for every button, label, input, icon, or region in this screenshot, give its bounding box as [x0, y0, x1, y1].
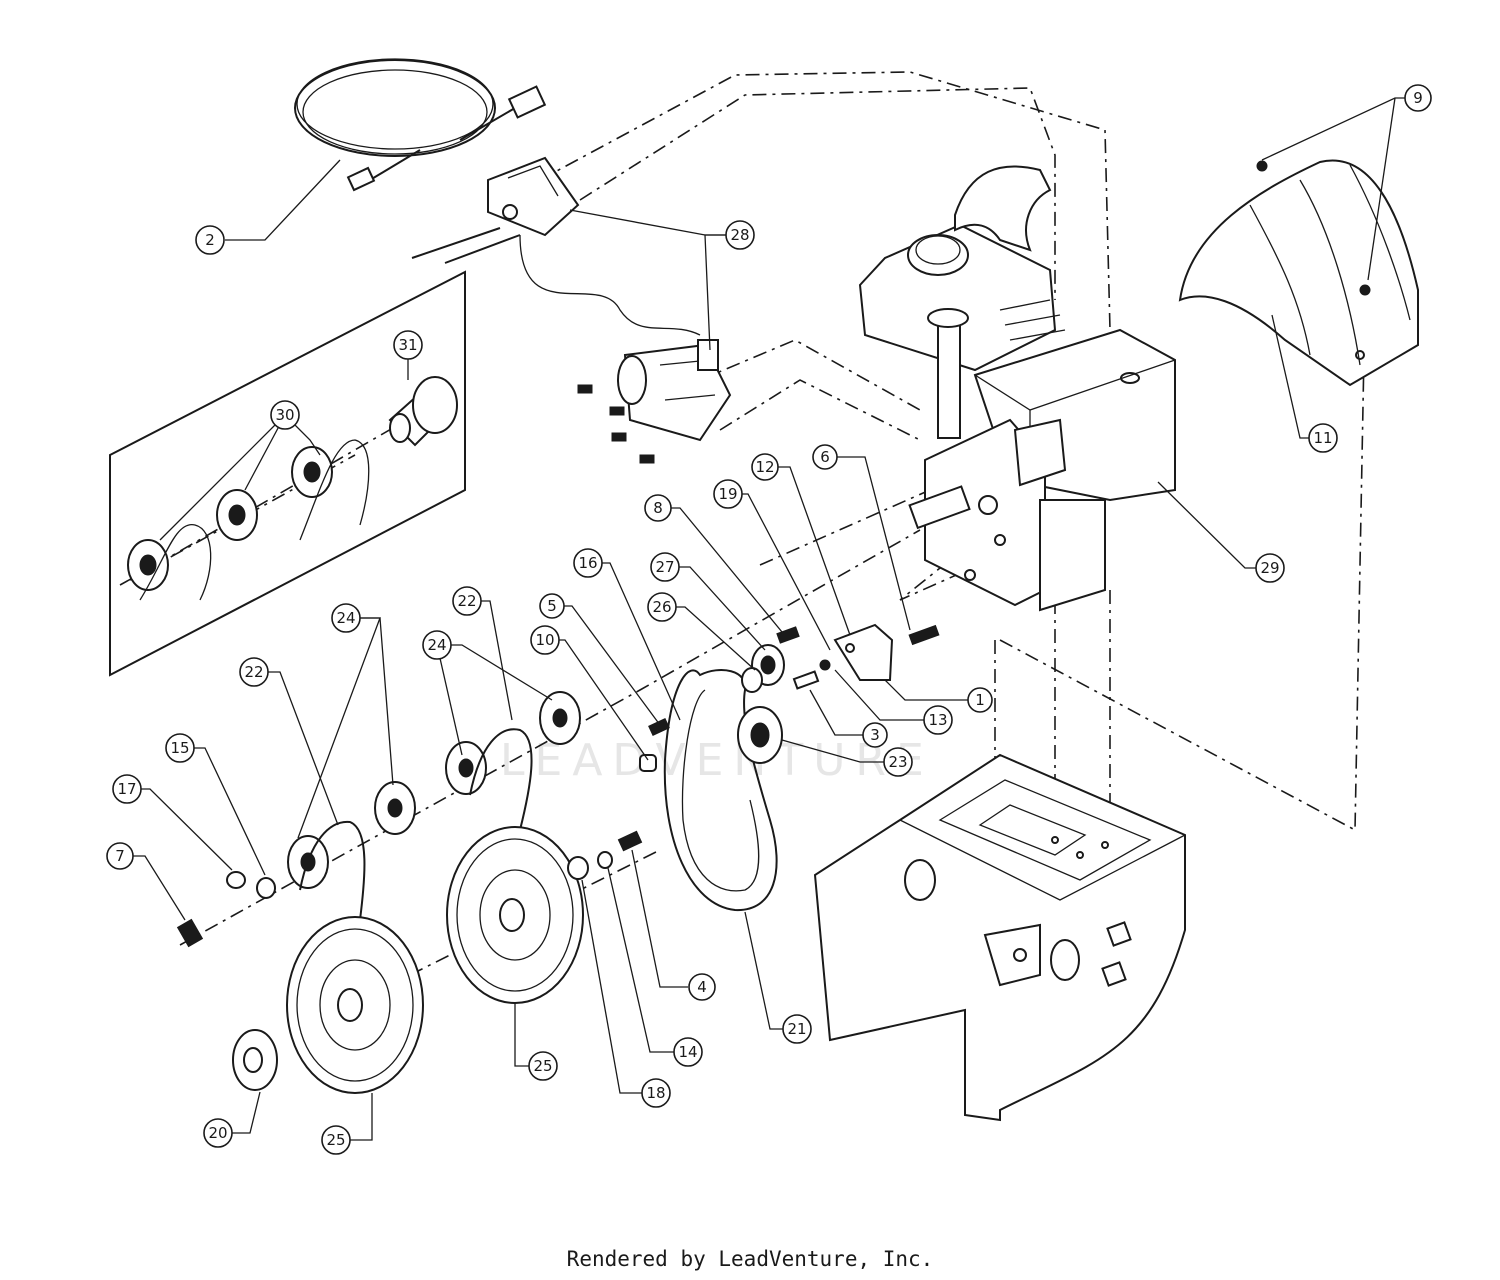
svg-text:22: 22 [244, 663, 263, 681]
svg-text:2: 2 [205, 231, 215, 249]
callout-26: 26 [647, 592, 677, 622]
callout-19: 19 [713, 479, 743, 509]
callout-13: 13 [923, 705, 953, 735]
callout-25-right: 25 [528, 1051, 558, 1081]
svg-text:24: 24 [427, 636, 446, 654]
callout-17: 17 [112, 774, 142, 804]
svg-text:18: 18 [646, 1084, 665, 1102]
svg-text:19: 19 [718, 485, 737, 503]
svg-text:5: 5 [547, 597, 557, 615]
callout-21: 21 [782, 1014, 812, 1044]
svg-text:9: 9 [1413, 89, 1423, 107]
svg-text:22: 22 [457, 592, 476, 610]
svg-text:12: 12 [755, 458, 774, 476]
engine-part [858, 165, 1176, 612]
svg-text:27: 27 [655, 558, 674, 576]
callout-12: 12 [751, 453, 779, 481]
callout-15: 15 [165, 733, 195, 763]
svg-text:1: 1 [975, 691, 985, 709]
inset-pulley-1 [127, 539, 169, 591]
svg-text:15: 15 [170, 739, 189, 757]
callout-23: 23 [883, 747, 913, 777]
pulley-assembly [176, 623, 940, 1094]
svg-text:13: 13 [928, 711, 947, 729]
svg-text:11: 11 [1313, 429, 1332, 447]
svg-text:30: 30 [275, 406, 294, 424]
power-cord-part [294, 58, 547, 192]
callout-1: 1 [967, 687, 993, 713]
callout-24-right: 24 [422, 630, 452, 660]
svg-text:31: 31 [398, 336, 417, 354]
inset-pulley-2 [216, 489, 258, 541]
svg-text:24: 24 [336, 609, 355, 627]
callout-2: 2 [195, 225, 225, 255]
svg-text:10: 10 [535, 631, 554, 649]
callout-14: 14 [673, 1037, 703, 1067]
callout-8: 8 [644, 494, 672, 522]
callout-27: 27 [650, 552, 680, 582]
callout-10: 10 [530, 625, 560, 655]
callout-7: 7 [106, 842, 134, 870]
callout-25-left: 25 [321, 1125, 351, 1155]
svg-text:25: 25 [533, 1057, 552, 1075]
callout-29: 29 [1255, 553, 1285, 583]
engine-shroud-part [1178, 159, 1419, 387]
credit-text: Rendered by LeadVenture, Inc. [566, 1247, 934, 1271]
starter-motor-part [577, 339, 732, 464]
svg-text:21: 21 [787, 1020, 806, 1038]
callout-4: 4 [688, 973, 716, 1001]
svg-text:16: 16 [578, 554, 597, 572]
callout-3: 3 [862, 722, 888, 748]
belt-guide-inset [109, 270, 466, 677]
callout-11: 11 [1308, 423, 1338, 453]
callout-22-belt-right: 22 [452, 586, 482, 616]
callout-22-belt-left: 22 [239, 657, 269, 687]
callout-31: 31 [393, 330, 423, 360]
callout-6: 6 [812, 444, 838, 470]
svg-text:17: 17 [117, 780, 136, 798]
svg-text:20: 20 [208, 1124, 227, 1142]
callout-30: 30 [270, 400, 300, 430]
svg-text:23: 23 [888, 753, 907, 771]
svg-text:28: 28 [730, 226, 749, 244]
svg-text:26: 26 [652, 598, 671, 616]
junction-box-part [411, 156, 701, 336]
svg-text:6: 6 [820, 448, 830, 466]
callout-28: 28 [725, 220, 755, 250]
svg-text:7: 7 [115, 847, 125, 865]
callout-5: 5 [539, 593, 565, 619]
callout-18: 18 [641, 1078, 671, 1108]
callout-9: 9 [1404, 84, 1432, 112]
callout-24-left: 24 [331, 603, 361, 633]
inset-spool [388, 376, 458, 447]
frame-housing-part [813, 753, 1186, 1122]
svg-text:4: 4 [697, 978, 707, 996]
svg-text:3: 3 [870, 726, 880, 744]
svg-text:29: 29 [1260, 559, 1279, 577]
callout-20: 20 [203, 1118, 233, 1148]
inset-pulley-3 [291, 446, 333, 498]
svg-text:8: 8 [653, 499, 663, 517]
svg-text:25: 25 [326, 1131, 345, 1149]
svg-text:14: 14 [678, 1043, 697, 1061]
callout-16: 16 [573, 548, 603, 578]
